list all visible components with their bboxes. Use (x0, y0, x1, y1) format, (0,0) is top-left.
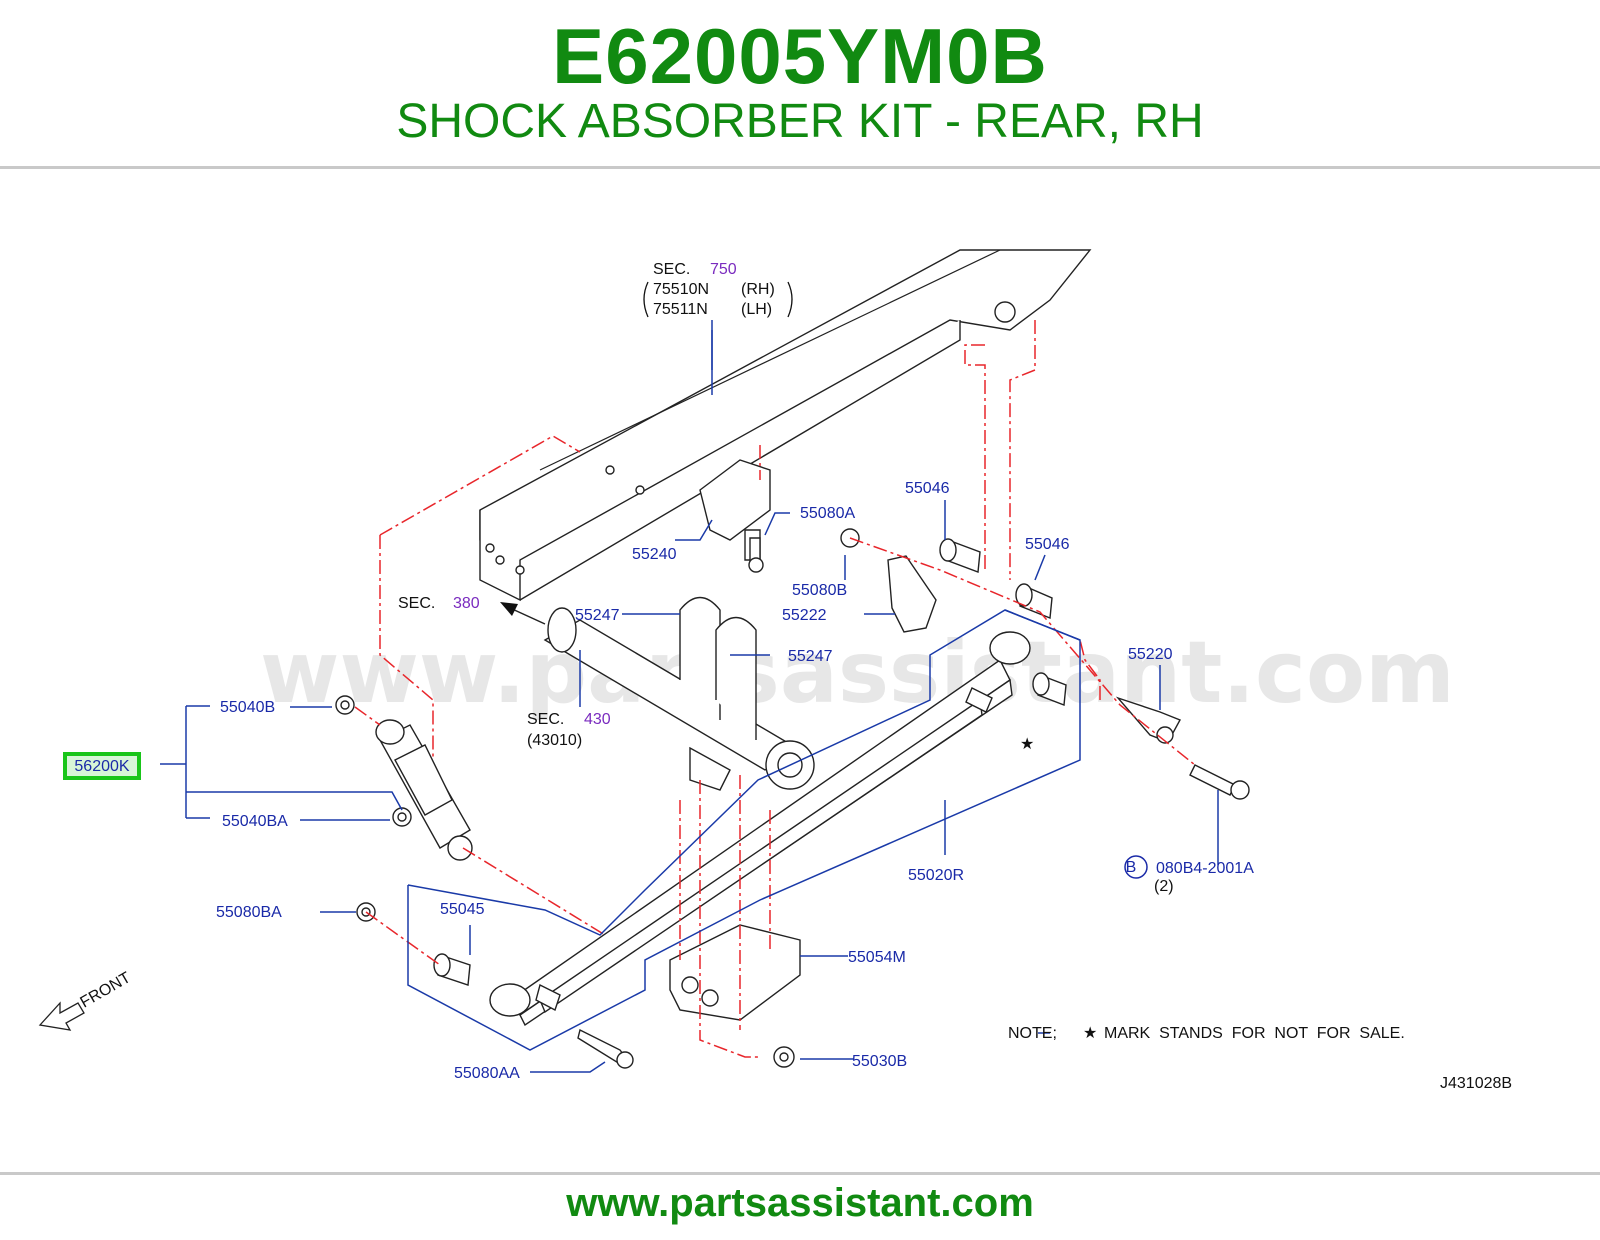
label-55040B[interactable]: 55040B (220, 699, 275, 716)
sec750-rh-side: (RH) (741, 281, 775, 298)
leader-lines (160, 320, 1219, 1073)
leaf-spring-55020R (489, 631, 1031, 1027)
label-55040BA[interactable]: 55040BA (222, 813, 288, 830)
sec430-sub: (43010) (527, 732, 582, 749)
label-55054M[interactable]: 55054M (848, 949, 906, 966)
label-55220[interactable]: 55220 (1128, 646, 1173, 663)
fasteners (335, 537, 1250, 1069)
label-55222[interactable]: 55222 (782, 607, 827, 624)
sec750-number: 750 (710, 261, 737, 278)
ref-circle-b (1124, 855, 1148, 879)
sec430-number: 430 (584, 711, 611, 728)
front-arrow-icon (38, 1001, 85, 1031)
shock-absorber-56200K (375, 719, 473, 861)
diagram-code: J431028B (1440, 1075, 1512, 1092)
highlighted-part-56200K[interactable]: 56200K (63, 752, 141, 780)
header-divider (0, 166, 1600, 169)
note-text: MARK STANDS FOR NOT FOR SALE. (1104, 1025, 1405, 1042)
shackle-55222 (840, 528, 937, 633)
footer-url[interactable]: www.partsassistant.com (566, 1181, 1034, 1225)
front-label: FRONT (78, 969, 134, 1011)
u-bolts-55247 (679, 596, 757, 740)
label-55247-upper[interactable]: 55247 (575, 607, 620, 624)
frame-rail (479, 249, 1092, 602)
ref-circle-b-letter: B (1126, 859, 1137, 876)
sec750-rh-part: 75510N (653, 281, 709, 298)
bracket-left (643, 281, 649, 318)
label-55046-lower[interactable]: 55046 (1025, 536, 1070, 553)
sec430-label: SEC. (527, 711, 564, 728)
label-55080AA[interactable]: 55080AA (454, 1065, 520, 1082)
watermark: www.partsassistant.com (260, 623, 1455, 723)
sec750-lh-part: 75511N (653, 301, 708, 318)
bushing-55046-upper (939, 538, 981, 573)
bushing-star (1032, 672, 1067, 706)
label-080B4-qty: (2) (1154, 878, 1174, 895)
sec750-lh-side: (LH) (741, 301, 772, 318)
axle-housing (543, 607, 815, 791)
part-number-title: E62005YM0B (552, 12, 1048, 100)
label-080B4-2001A[interactable]: 080B4-2001A (1156, 860, 1254, 877)
footer-divider (0, 1172, 1600, 1175)
assembly-lines (354, 320, 1196, 1058)
label-55247-lower[interactable]: 55247 (788, 648, 833, 665)
bracket-right (787, 281, 793, 318)
part-description: SHOCK ABSORBER KIT - REAR, RH (396, 95, 1204, 148)
note-star: ★ (1083, 1025, 1097, 1042)
bushing-55046-lower (1015, 583, 1053, 619)
label-55080B[interactable]: 55080B (792, 582, 847, 599)
sec380-label: SEC. (398, 595, 435, 612)
sec750-label: SEC. (653, 261, 690, 278)
label-55240[interactable]: 55240 (632, 546, 677, 563)
label-55020R[interactable]: 55020R (908, 867, 964, 884)
bushing-55045 (433, 953, 471, 986)
highlighted-part-label: 56200K (74, 758, 130, 775)
sec380-arrow (500, 602, 546, 625)
label-55080BA[interactable]: 55080BA (216, 904, 282, 921)
spring-seat-55054M (669, 924, 801, 1021)
sec380-number: 380 (453, 595, 480, 612)
not-for-sale-star: ★ (1020, 736, 1034, 753)
label-55030B[interactable]: 55030B (852, 1053, 907, 1070)
note-label: NOTE; (1008, 1025, 1057, 1042)
label-55046-upper[interactable]: 55046 (905, 480, 950, 497)
label-55045[interactable]: 55045 (440, 901, 485, 918)
label-55080A[interactable]: 55080A (800, 505, 855, 522)
